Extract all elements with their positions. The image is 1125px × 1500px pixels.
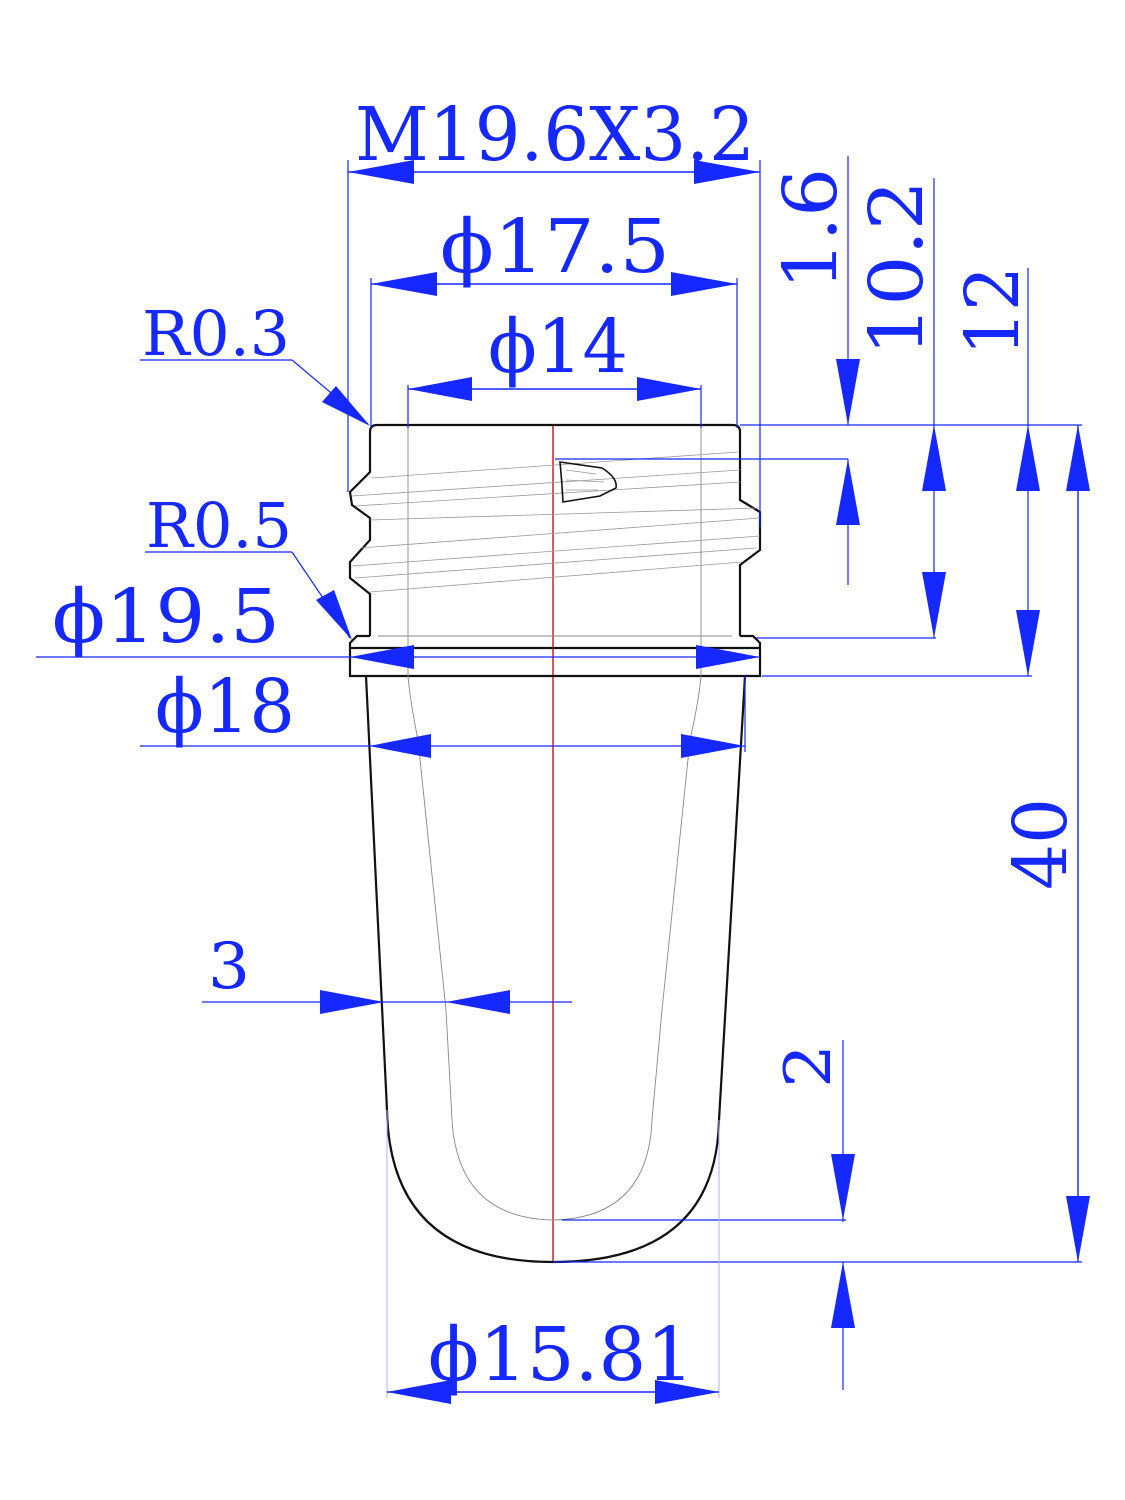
- dim-thread: M19.6X3.2: [347, 92, 761, 527]
- preform-outline: [348, 423, 762, 1264]
- dim-wall-3: 3: [202, 930, 572, 1014]
- d18-label: ϕ18: [155, 664, 295, 750]
- dim-10-2: 10.2: [756, 178, 946, 639]
- dim-1-6: 1.6: [555, 156, 1082, 585]
- dim-r0-5: R0.5: [145, 489, 352, 640]
- dim-12: 12: [762, 266, 1040, 677]
- dim-d15-81: ϕ15.81: [386, 1110, 720, 1404]
- h12-label: 12: [950, 266, 1036, 356]
- r0-5-label: R0.5: [146, 489, 292, 562]
- dim-d19-5: ϕ19.5: [36, 574, 760, 669]
- dim-r0-3: R0.3: [140, 297, 370, 426]
- preform-inner-outline: [378, 425, 732, 1221]
- d19-5-label: ϕ19.5: [52, 574, 280, 660]
- dim-40: 40: [553, 425, 1090, 1263]
- bottom-2-label: 2: [772, 1044, 846, 1088]
- d15-81-label: ϕ15.81: [428, 1312, 694, 1398]
- dim-d14: ϕ14: [407, 304, 702, 428]
- dim-bottom-2: 2: [562, 1040, 855, 1390]
- dim-d18: ϕ18: [140, 664, 746, 758]
- h10-2-label: 10.2: [854, 180, 940, 356]
- wall-3-label: 3: [208, 930, 250, 1004]
- d17-5-label: ϕ17.5: [440, 204, 670, 290]
- dim-d17-5: ϕ17.5: [370, 204, 738, 428]
- r0-3-label: R0.3: [142, 297, 290, 370]
- thread-lines: [351, 451, 761, 593]
- thread-label: M19.6X3.2: [355, 92, 755, 178]
- h40-label: 40: [998, 798, 1084, 890]
- d14-label: ϕ14: [488, 304, 628, 390]
- h1-6-label: 1.6: [768, 168, 854, 290]
